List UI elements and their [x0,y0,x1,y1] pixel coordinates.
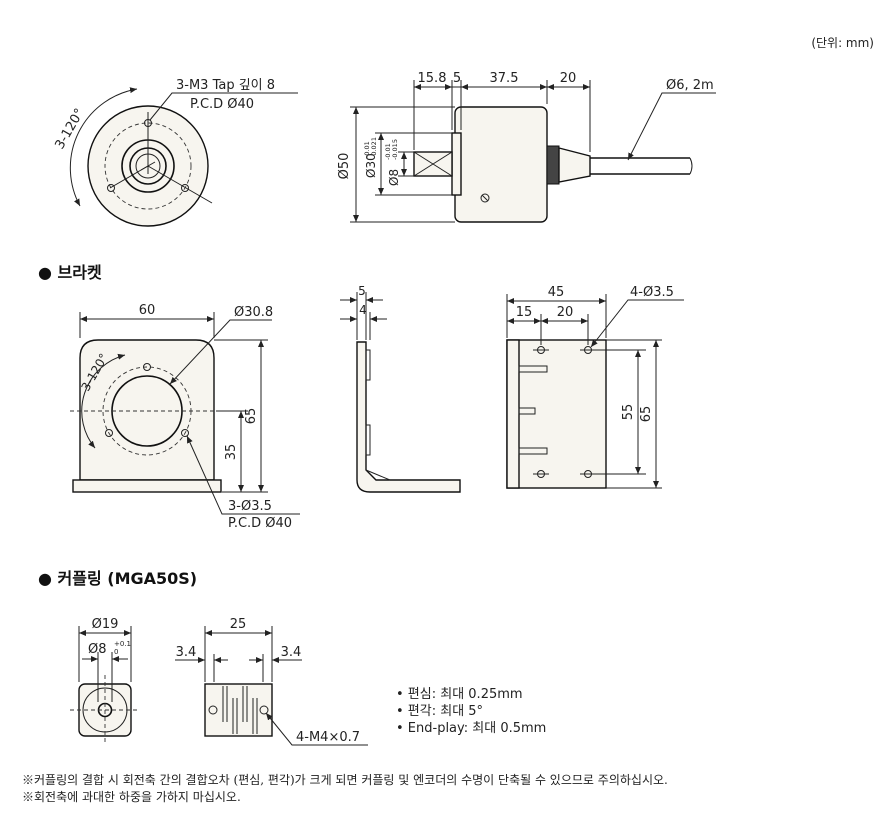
bracket-hole-top [143,363,151,371]
dim-3-4-right: 3.4 [281,645,302,660]
dim-d8: Ø8 [387,169,401,186]
dim-25: 25 [230,617,247,632]
angle-label: 3-120° [52,106,87,152]
dim-d50: Ø50 [337,153,352,180]
dim-15-8: 15.8 [418,71,447,86]
tol-d30-up: -0.01 [363,141,371,158]
hole-label: 3-Ø3.5 [228,499,272,514]
d30-8-leader [169,319,272,385]
tol-up: +0.1 [114,640,131,648]
coupling-body-side [204,683,273,737]
bracket-hole-right [181,429,189,437]
spec-end-play: • End-play: 최대 0.5mm [396,721,546,736]
unit-note: (단위: mm) [811,36,874,50]
dim-4-side: 4 [359,303,367,317]
tap-leader [149,92,298,121]
coupling-section-title: ● 커플링 (MGA50S) [38,569,197,588]
dim-d30-8: Ø30.8 [234,305,273,320]
tol-d30-low: -0.021 [370,137,378,158]
note-1: ※커플링의 결합 시 회전축 간의 결합오차 (편심, 편각)가 크게 되면 커… [22,773,668,787]
coupling-side-view: 25 3.4 3.4 4-M4×0.7 [175,617,368,746]
spec-angle: • 편각: 최대 5° [396,704,483,719]
coupling-tap-leader [265,712,368,746]
tol-d8-up: -0.01 [384,143,392,160]
angle-arc [69,87,138,207]
encoder-side-view: 15.8 5 37.5 20 Ø6, 2m Ø50 Ø30 -0.01 -0.0… [337,71,716,223]
dim-65: 65 [244,408,259,425]
cable-gland-nut [546,145,560,185]
hole4-label: 4-Ø3.5 [630,285,674,300]
hole-leader [186,435,300,515]
note-2: ※회전축에 과대한 하중을 가하지 마십시오. [22,790,241,804]
dim-d8-coupling: Ø8 [88,642,107,657]
encoder-body [454,106,548,223]
encoder-front-view: 3-120° 3-M3 Tap 깊이 8 P.C.D Ø40 [52,78,298,227]
coupling-tap-label: 4-M4×0.7 [296,730,360,745]
dim-20-bracket: 20 [557,305,574,320]
bracket-section-title: ● 브라켓 [38,263,102,282]
dim-5-side: 5 [358,284,366,298]
dim-15: 15 [516,305,533,320]
tap-hole-right [181,184,189,192]
dim-37-5: 37.5 [490,71,519,86]
bracket-bottom-view: 45 15 20 4-Ø3.5 55 65 [506,285,684,489]
coupling-specs: • 편심: 최대 0.25mm • 편각: 최대 5° • End-play: … [396,687,546,736]
cable-gland [558,147,591,183]
bracket-front-view: 3-120° 60 Ø30.8 35 65 3-Ø3.5 P.C.D Ø40 [70,303,300,531]
dim-5: 5 [453,71,461,86]
hole4-leader [590,299,684,348]
tap-label: 3-M3 Tap 깊이 8 [176,78,275,93]
tol-low: 0 [114,648,118,656]
dim-20: 20 [560,71,577,86]
dim-55: 55 [621,404,636,421]
encoder-boss [451,132,462,196]
cable-leader [627,92,716,161]
coupling-end-view: Ø19 Ø8 +0.1 0 [70,617,140,745]
cable-end [689,157,693,175]
dim-65-bottom: 65 [639,406,654,423]
dim-35: 35 [224,444,239,461]
dim-d30: Ø30 [364,153,378,178]
tol-d8-low: -0.015 [391,139,399,160]
dim-60: 60 [139,303,156,318]
coupling-tap-right [259,705,269,715]
bracket-side-view: 5 4 [340,284,461,493]
dim-3-4-left: 3.4 [176,645,197,660]
cable-label: Ø6, 2m [666,78,714,93]
dim-45: 45 [548,285,565,300]
bracket-side-profile [356,341,461,493]
bracket-base [72,479,222,493]
pcd-label: P.C.D Ø40 [190,97,254,112]
bracket-angle-arc [81,353,126,449]
ground-screw [480,193,490,203]
bracket-pcd-label: P.C.D Ø40 [228,516,292,531]
spec-eccentricity: • 편심: 최대 0.25mm [396,687,523,702]
bracket-wall-edge [506,339,520,489]
dim-d19: Ø19 [92,617,119,632]
coupling-tap-left [208,705,218,715]
